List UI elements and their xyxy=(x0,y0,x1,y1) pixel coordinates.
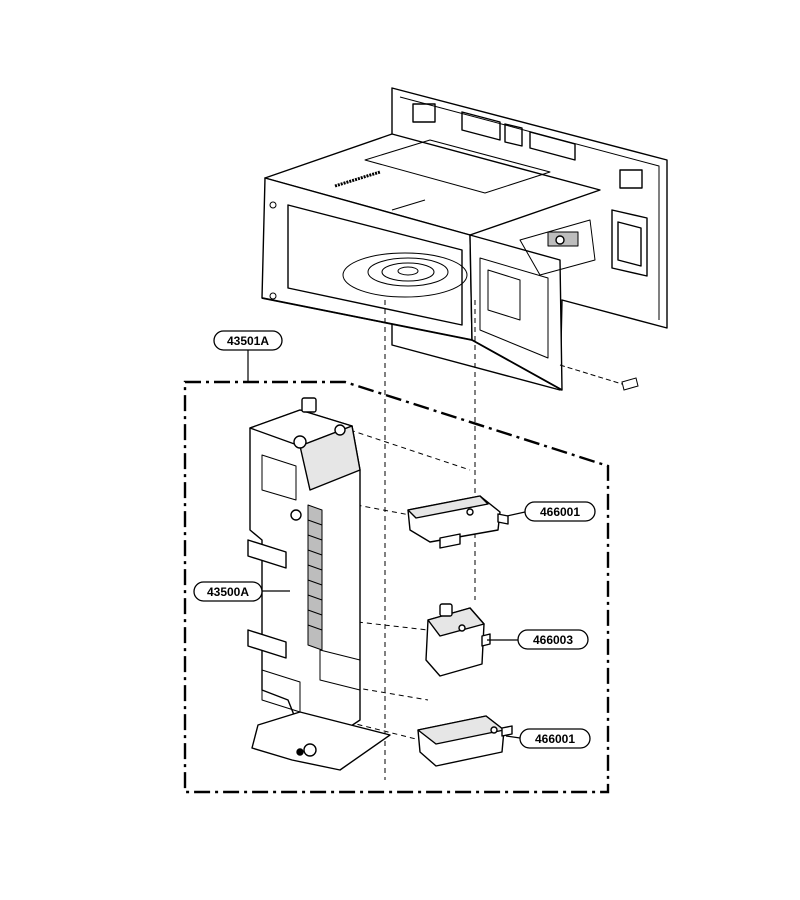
callout-switch-middle: 466003 xyxy=(517,629,589,650)
callout-switch-upper: 466001 xyxy=(524,501,596,522)
callout-latch-board: 43500A xyxy=(193,581,263,602)
callout-switch-lower: 466001 xyxy=(519,728,591,749)
switch-lower xyxy=(417,715,513,767)
callout-switch-lower-text: 466001 xyxy=(535,732,575,746)
screw xyxy=(559,364,639,391)
latch-board xyxy=(247,397,391,771)
callout-assembly-text: 43501A xyxy=(227,334,269,348)
callout-switch-middle-text: 466003 xyxy=(533,633,573,647)
leader-lines xyxy=(247,350,526,739)
switch-upper xyxy=(407,495,509,549)
callout-assembly: 43501A xyxy=(213,330,283,351)
microwave-cavity xyxy=(261,87,668,391)
callout-switch-upper-text: 466001 xyxy=(540,505,580,519)
assembly-boundary xyxy=(183,380,610,794)
switch-middle xyxy=(425,603,491,677)
callout-latch-board-text: 43500A xyxy=(207,585,249,599)
